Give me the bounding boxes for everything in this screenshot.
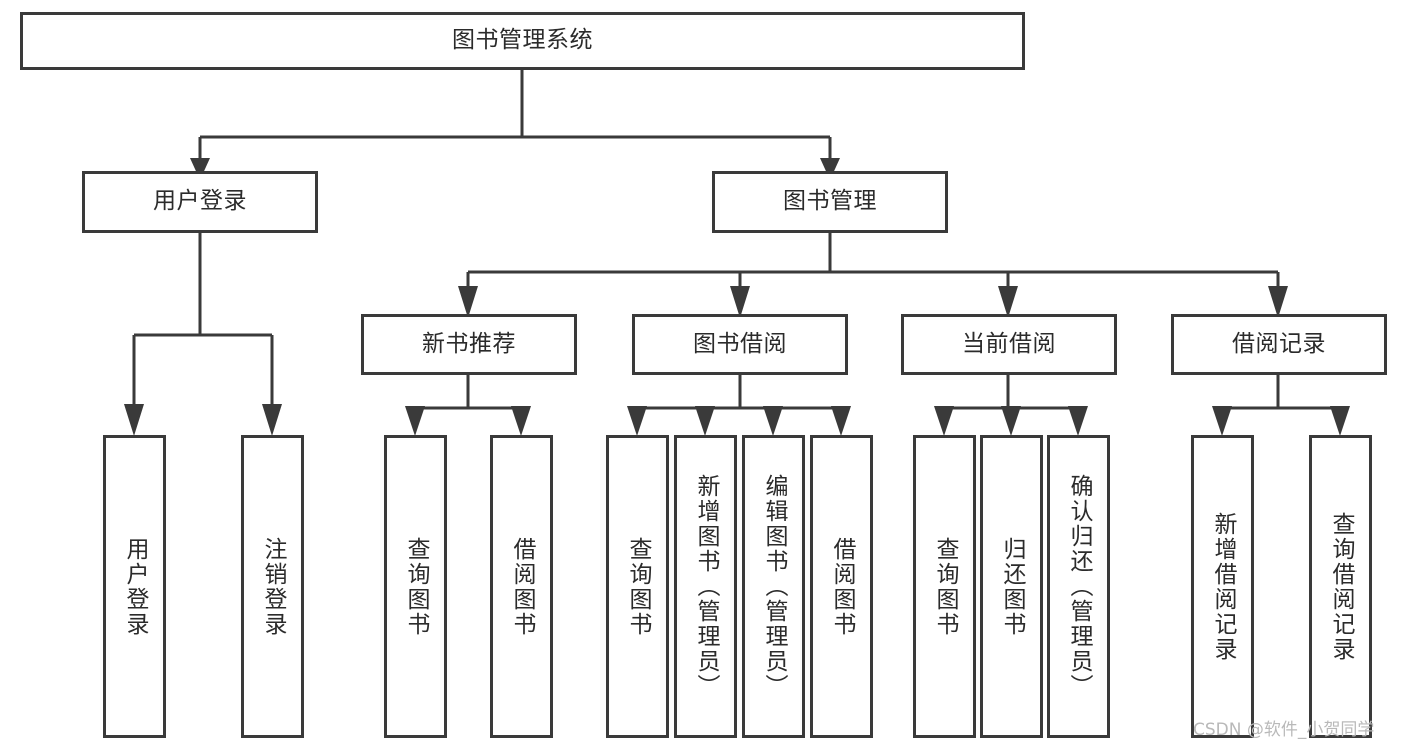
- node-leaf-borrow-book[interactable]: 借阅图书: [810, 435, 873, 738]
- node-leaf-add-borrow-record-label: 新增借阅记录: [1210, 511, 1237, 662]
- node-leaf-confirm-return-admin-label: 确认归还（管理员）: [1066, 474, 1093, 699]
- node-leaf-borrow-book-label: 借阅图书: [829, 536, 856, 637]
- node-leaf-borrow-book-newbook[interactable]: 借阅图书: [490, 435, 553, 738]
- node-user-login-label: 用户登录: [153, 188, 247, 215]
- node-leaf-add-borrow-record[interactable]: 新增借阅记录: [1191, 435, 1254, 738]
- node-new-book-recommend-label: 新书推荐: [422, 330, 516, 357]
- node-leaf-add-book-admin-label: 新增图书（管理员）: [693, 474, 720, 699]
- node-book-management-label: 图书管理: [783, 188, 877, 215]
- node-leaf-logout-label: 注销登录: [260, 536, 287, 637]
- node-borrow-record-label: 借阅记录: [1232, 330, 1326, 357]
- arrowhead-icon: [1001, 406, 1021, 436]
- node-leaf-query-book-borrow[interactable]: 查询图书: [606, 435, 669, 738]
- node-leaf-return-book[interactable]: 归还图书: [980, 435, 1043, 738]
- node-leaf-confirm-return-admin[interactable]: 确认归还（管理员）: [1047, 435, 1110, 738]
- node-leaf-query-book-current[interactable]: 查询图书: [913, 435, 976, 738]
- node-leaf-edit-book-admin[interactable]: 编辑图书（管理员）: [742, 435, 805, 738]
- node-leaf-borrow-book-newbook-label: 借阅图书: [509, 536, 536, 637]
- node-leaf-user-login[interactable]: 用户登录: [103, 435, 166, 738]
- arrowhead-icon: [262, 404, 282, 436]
- node-book-borrow-label: 图书借阅: [693, 330, 787, 357]
- arrowhead-icon: [124, 404, 144, 436]
- arrowhead-icon: [1330, 406, 1350, 436]
- arrowhead-icon: [511, 406, 531, 436]
- node-leaf-logout[interactable]: 注销登录: [241, 435, 304, 738]
- node-leaf-edit-book-admin-label: 编辑图书（管理员）: [761, 474, 788, 699]
- node-leaf-query-book-current-label: 查询图书: [932, 536, 959, 637]
- node-current-borrow-label: 当前借阅: [962, 330, 1056, 357]
- node-root[interactable]: 图书管理系统: [20, 12, 1025, 70]
- node-borrow-record[interactable]: 借阅记录: [1171, 314, 1387, 375]
- node-current-borrow[interactable]: 当前借阅: [901, 314, 1117, 375]
- csdn-watermark: CSDN @软件_小贺同学: [1193, 720, 1375, 740]
- node-user-login[interactable]: 用户登录: [82, 171, 318, 233]
- arrowhead-icon: [627, 406, 647, 436]
- arrowhead-icon: [405, 406, 425, 436]
- node-leaf-query-borrow-record-label: 查询借阅记录: [1328, 511, 1355, 662]
- arrowhead-icon: [1212, 406, 1232, 436]
- node-leaf-return-book-label: 归还图书: [999, 536, 1026, 637]
- node-root-label: 图书管理系统: [452, 27, 593, 54]
- arrowhead-icon: [934, 406, 954, 436]
- arrowhead-icon: [831, 406, 851, 436]
- arrowhead-icon: [1068, 406, 1088, 436]
- node-leaf-query-borrow-record[interactable]: 查询借阅记录: [1309, 435, 1372, 738]
- node-new-book-recommend[interactable]: 新书推荐: [361, 314, 577, 375]
- node-book-management[interactable]: 图书管理: [712, 171, 948, 233]
- node-book-borrow[interactable]: 图书借阅: [632, 314, 848, 375]
- node-leaf-user-login-label: 用户登录: [122, 536, 149, 637]
- node-leaf-query-book-newbook-label: 查询图书: [403, 536, 430, 637]
- node-leaf-add-book-admin[interactable]: 新增图书（管理员）: [674, 435, 737, 738]
- arrowhead-icon: [695, 406, 715, 436]
- arrowhead-icon: [763, 406, 783, 436]
- node-leaf-query-book-borrow-label: 查询图书: [625, 536, 652, 637]
- node-leaf-query-book-newbook[interactable]: 查询图书: [384, 435, 447, 738]
